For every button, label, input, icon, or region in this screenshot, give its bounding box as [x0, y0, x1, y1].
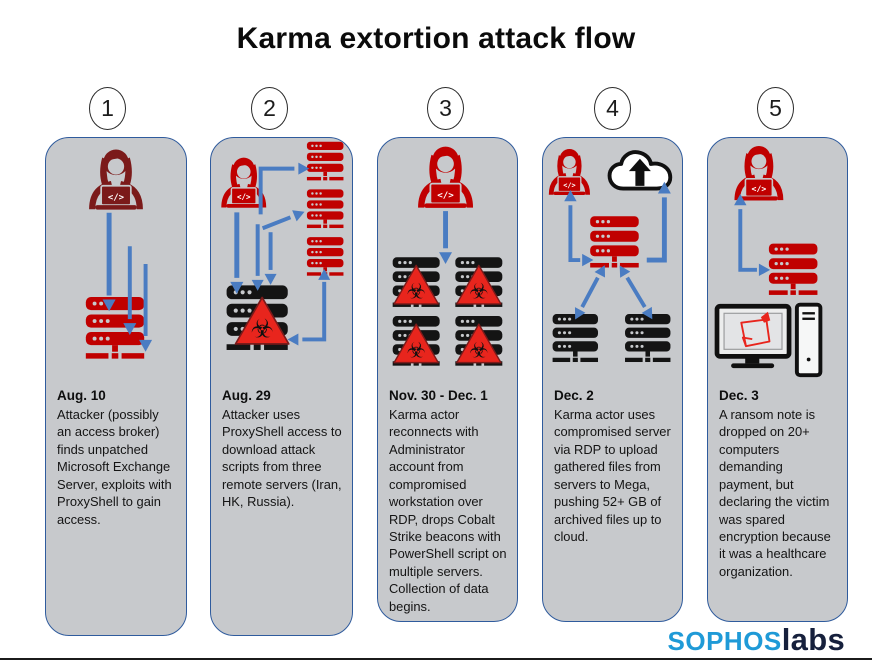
flow-arrow — [568, 205, 581, 262]
attacker-icon — [88, 148, 144, 211]
step-date: Dec. 2 — [554, 388, 594, 403]
step-panel-5: Dec. 3 A ransom note is dropped on 20+ c… — [707, 137, 848, 622]
logo-sophos-text: SOPHOS — [667, 626, 782, 656]
compromised-server-icon — [590, 216, 639, 268]
malware-triangle-icon — [456, 264, 502, 306]
step-description: Karma actor uses compromised server via … — [554, 407, 671, 544]
remote-server-icon — [306, 141, 344, 181]
malware-triangle-icon — [393, 323, 439, 365]
step-panel-4: Dec. 2 Karma actor uses compromised serv… — [542, 137, 683, 622]
arrowhead-icon — [139, 339, 153, 352]
step-description: Attacker (possibly an access broker) fin… — [57, 407, 172, 527]
malware-triangle-icon — [456, 323, 502, 365]
remote-server-icon — [306, 237, 344, 276]
source-server-icon — [625, 314, 671, 363]
step-number-3: 3 — [427, 87, 464, 130]
step-description: Karma actor reconnects with Administrato… — [389, 407, 507, 614]
arrowhead-icon — [292, 206, 307, 222]
step-panel-2: Aug. 29 Attacker uses ProxyShell access … — [210, 137, 353, 636]
step1-artwork — [85, 148, 153, 359]
flow-arrow — [302, 281, 327, 342]
step-date: Aug. 29 — [222, 388, 271, 403]
source-server-icon — [552, 314, 599, 363]
step2-artwork — [220, 141, 344, 350]
attacker-icon — [733, 145, 785, 202]
malware-triangle-icon — [393, 264, 439, 306]
bottom-divider — [0, 658, 872, 660]
flow-arrow — [625, 276, 647, 309]
remote-server-icon — [306, 189, 344, 229]
flow-arrow — [738, 209, 757, 272]
arrowhead-icon — [758, 263, 771, 277]
step-number-1: 1 — [89, 87, 126, 130]
step-date: Nov. 30 - Dec. 1 — [389, 388, 488, 403]
step1-text: Aug. 10 Attacker (possibly an access bro… — [46, 386, 186, 528]
arrowhead-icon — [298, 162, 310, 175]
flow-arrow — [580, 276, 600, 308]
flow-arrow — [646, 197, 667, 263]
step-number-5: 5 — [757, 87, 794, 130]
step2-text: Aug. 29 Attacker uses ProxyShell access … — [211, 386, 352, 511]
step-description: A ransom note is dropped on 20+ computer… — [719, 407, 831, 579]
step3-artwork — [392, 145, 503, 366]
step-date: Aug. 10 — [57, 388, 106, 403]
step5-text: Dec. 3 A ransom note is dropped on 20+ c… — [708, 386, 847, 580]
ransom-note-computer-icon — [717, 305, 820, 375]
flow-arrow — [261, 215, 292, 231]
step-number-4: 4 — [594, 87, 631, 130]
step-panel-3: Nov. 30 - Dec. 1 Karma actor reconnects … — [377, 137, 518, 622]
step-description: Attacker uses ProxyShell access to downl… — [222, 407, 342, 510]
step4-text: Dec. 2 Karma actor uses compromised serv… — [543, 386, 682, 545]
step-date: Dec. 3 — [719, 388, 759, 403]
step-panel-1: Aug. 10 Attacker (possibly an access bro… — [45, 137, 187, 636]
attacker-icon — [548, 148, 591, 196]
step3-text: Nov. 30 - Dec. 1 Karma actor reconnects … — [378, 386, 517, 615]
flow-arrow — [258, 166, 295, 215]
cloud-upload-icon — [607, 150, 673, 191]
server-stack-icon — [85, 296, 145, 359]
attacker-icon — [417, 145, 474, 209]
step-number-2: 2 — [251, 87, 288, 130]
logo-labs-text: labs — [781, 622, 845, 657]
step4-artwork — [548, 148, 673, 363]
arrowhead-icon — [439, 252, 453, 264]
server-stack-icon — [768, 243, 818, 295]
step5-artwork — [708, 145, 847, 386]
arrowhead-icon — [264, 273, 277, 285]
page-title: Karma extortion attack flow — [236, 22, 636, 55]
